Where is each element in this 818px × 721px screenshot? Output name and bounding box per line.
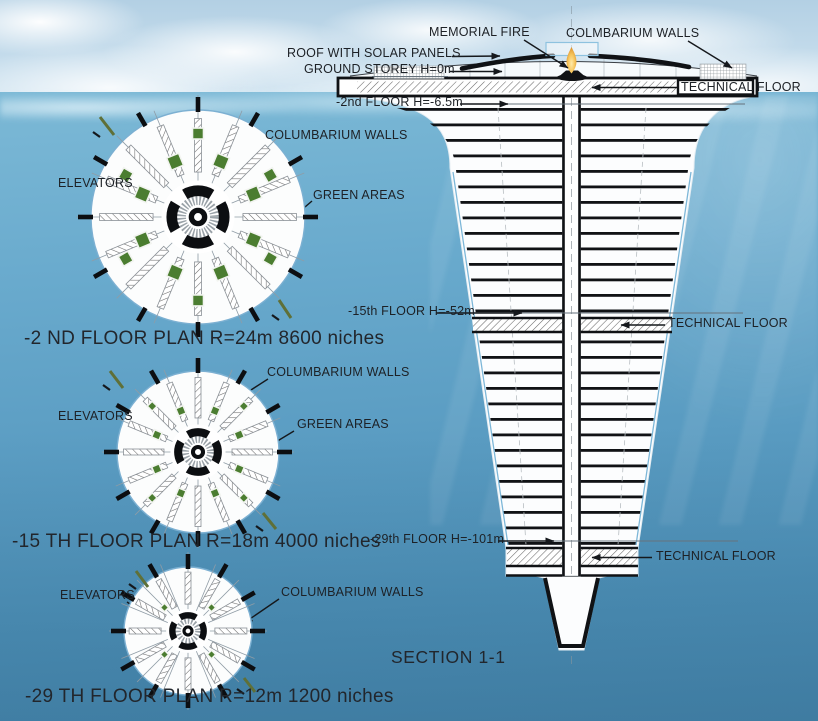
memorial-fire [556,47,588,81]
green-area [117,166,135,184]
floor-plan-29th [109,552,267,710]
elevator-core-ring [169,612,207,650]
elevator-core [562,95,581,577]
section-cut-mark [108,370,125,389]
green-area [174,404,188,418]
plan2-caption: -15 TH FLOOR PLAN R=18m 4000 niches [12,531,381,552]
green-area [211,262,231,282]
green-area [208,404,222,418]
plan2-label-columbarium-walls: COLUMBARIUM WALLS [267,365,410,379]
green-area [232,462,246,476]
plan1-label-green-areas: GREEN AREAS [313,188,405,202]
plan3-label-elevators: ELEVATORS [60,588,135,602]
floor-plan-15th [102,356,294,548]
elevator-core-ring [166,185,230,249]
green-area [208,486,222,500]
plan1-label-columbarium-walls: COLUMBARIUM WALLS [265,128,408,142]
label-technical-floor-top: TECHNICAL FLOOR [681,80,801,94]
plan1-label-elevators: ELEVATORS [58,176,133,190]
label-roof-solar-panels: ROOF WITH SOLAR PANELS [287,46,461,60]
green-area [237,491,250,504]
floor-plans [76,95,320,710]
green-area [206,602,217,613]
label-colmbarium-walls: COLMBARIUM WALLS [566,26,700,40]
section-cut-mark [261,512,278,530]
green-area [133,230,153,250]
label-technical-floor-bottom: TECHNICAL FLOOR [656,549,776,563]
green-area [261,250,279,268]
green-area [191,294,205,307]
green-area [243,230,263,250]
hull-edge-lines [452,171,692,546]
columbarium-wall-block-left [373,65,445,79]
green-area [261,166,279,184]
green-area [150,428,164,442]
stem-outline [543,577,600,648]
label-technical-floor-mid: TECHNICAL FLOOR [668,316,788,330]
section-cut-mark [134,570,150,588]
label-floor-29th: -29th FLOOR H=-101m [370,532,505,546]
plan1-caption: -2 ND FLOOR PLAN R=24m 8600 niches [24,328,385,349]
ground-storey-walls [469,59,713,78]
label-floor-15th: -15th FLOOR H=-52m [348,304,475,318]
technical-floor-top-box [676,78,755,96]
green-area [211,152,231,172]
green-area [165,262,185,282]
label-floor-2nd: -2nd FLOOR H=-6.5m [336,95,463,109]
floor-plan-2nd [76,95,320,339]
green-area [191,127,205,140]
green-area [243,184,263,204]
green-area [117,250,135,268]
green-area [150,462,164,476]
flame-icon [566,47,577,74]
plan2-label-green-areas: GREEN AREAS [297,417,389,431]
label-memorial-fire: MEMORIAL FIRE [429,25,530,39]
green-area [159,649,170,660]
green-area [237,400,250,413]
green-area [232,428,246,442]
green-area [146,491,159,504]
columbarium-wall-block-right [699,63,747,80]
ground-storey-slab [336,76,759,98]
plan3-label-columbarium-walls: COLUMBARIUM WALLS [281,585,424,599]
green-area [165,152,185,172]
section-cut-mark [242,677,257,693]
green-area [174,486,188,500]
plan3-caption: -29 TH FLOOR PLAN R=12m 1200 niches [25,686,394,707]
label-ground-storey: GROUND STOREY H=0m [304,62,455,76]
section-cut-mark [277,299,293,319]
green-area [146,400,159,413]
green-area [133,184,153,204]
section-cut-mark [98,116,116,136]
elevator-core-ring [174,428,222,476]
green-area [159,602,170,613]
plan2-label-elevators: ELEVATORS [58,409,133,423]
section-title: SECTION 1-1 [391,647,506,667]
green-area [206,649,217,660]
